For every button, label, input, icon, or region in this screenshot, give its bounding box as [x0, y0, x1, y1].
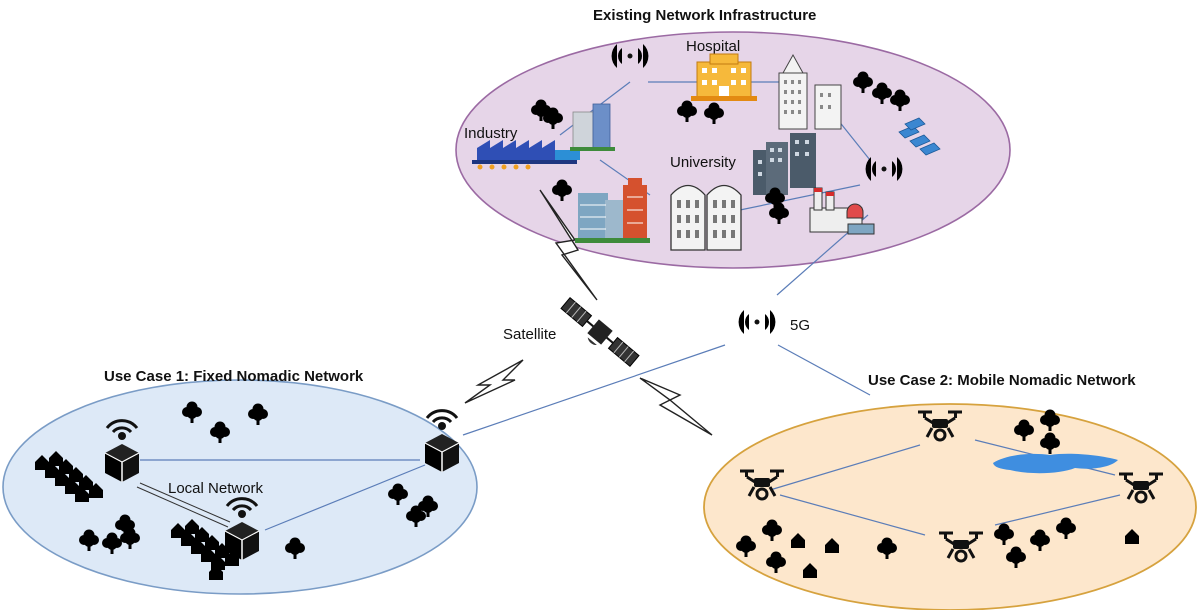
- solar-panels-icon: [898, 117, 941, 156]
- network-links: [136, 81, 1121, 536]
- lake-icon: [993, 453, 1118, 474]
- skyscraper-building-icon: [778, 53, 842, 130]
- infrastructure-title: Existing Network Infrastructure: [593, 7, 816, 24]
- use-case-1-title: Use Case 1: Fixed Nomadic Network: [104, 368, 364, 385]
- industry-label: Industry: [464, 125, 518, 142]
- five-g-label: 5G: [790, 317, 810, 334]
- university-building-icon: [670, 184, 742, 251]
- office-towers-icon: [753, 133, 816, 195]
- satellite-label: Satellite: [503, 326, 556, 343]
- use-case-2-ellipse: [703, 403, 1197, 610]
- university-label: University: [670, 154, 736, 171]
- nomadic-node-icon: [423, 409, 461, 474]
- cell-tower-icon: [738, 310, 776, 364]
- industry-towers-icon: [570, 103, 615, 151]
- city-buildings-icon: [575, 178, 650, 243]
- power-plant-icon: [809, 187, 875, 235]
- satellite-link-bolt-right: [639, 377, 713, 436]
- satellite-icon: [560, 297, 640, 367]
- local-network-label: Local Network: [168, 480, 264, 497]
- hospital-label: Hospital: [686, 38, 740, 55]
- hospital-building-icon: [691, 53, 757, 101]
- satellite-link-bolt-left: [464, 359, 524, 404]
- use-case-2-title: Use Case 2: Mobile Nomadic Network: [868, 372, 1136, 389]
- industry-factory-icon: [472, 140, 580, 170]
